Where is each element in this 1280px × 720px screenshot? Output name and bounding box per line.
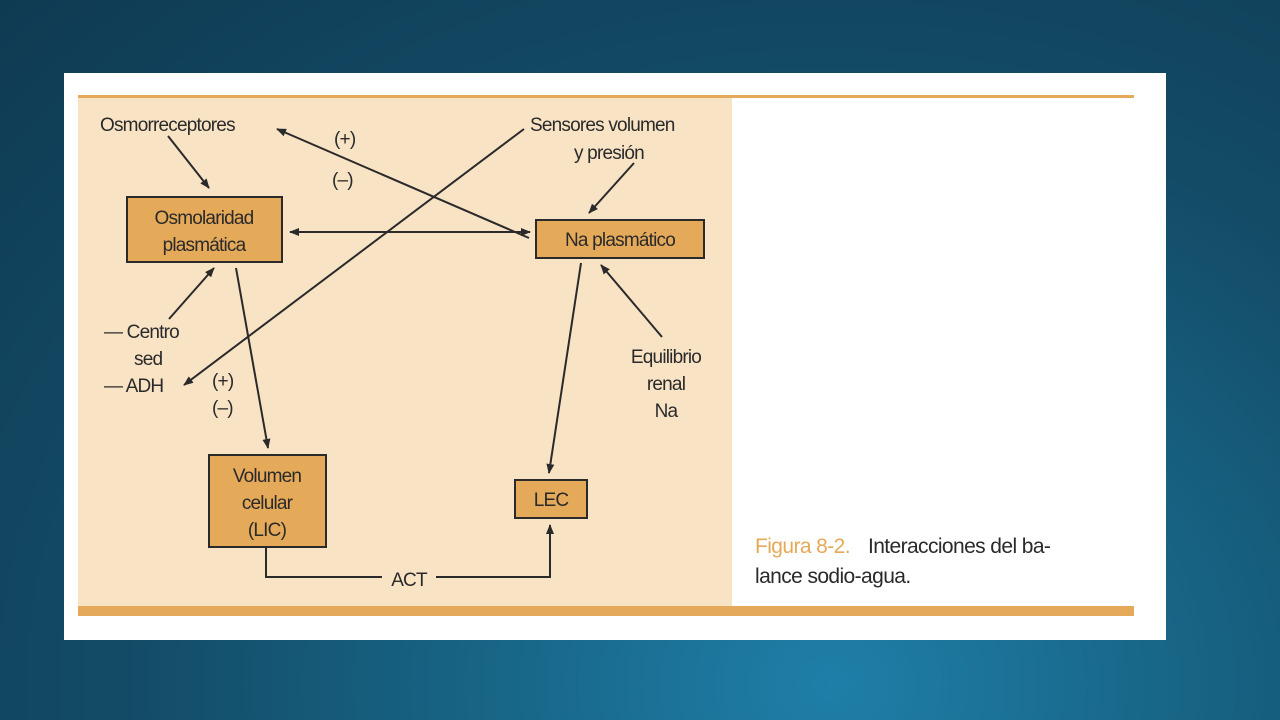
centro-sed-label-line2: sed [134, 349, 162, 370]
caption-line2: lance sodio-agua. [755, 565, 911, 588]
figure-caption: Figura 8-2. Interacciones del ba- lance s… [755, 532, 1145, 592]
top-plus-sign: (+) [334, 129, 356, 150]
sensores-label-line1: Sensores volumen [530, 115, 675, 136]
lec-label: LEC [534, 490, 569, 511]
centro-sed-label-line1: — Centro [104, 322, 179, 343]
caption-label: Figura 8-2. [755, 535, 851, 558]
sensores-label-line2: y presión [574, 143, 644, 164]
arrow-centro-to-osmolaridad [168, 267, 215, 320]
volumen-label-line3: (LIC) [248, 520, 287, 541]
arrow-sensores-to-na [588, 162, 635, 214]
arrow-na-to-osmorreceptores [276, 128, 530, 239]
na-plasmatico-box [535, 219, 705, 259]
equilibrio-label-line3: Na [655, 401, 679, 422]
top-minus-sign: (–) [332, 170, 353, 191]
adh-label: — ADH [104, 376, 163, 397]
top-rule [78, 95, 1134, 98]
arrow-na-to-lec [546, 262, 582, 474]
volumen-label-line2: celular [242, 493, 294, 514]
act-label: ACT [391, 570, 428, 591]
arrow-equilibrio-to-na [600, 264, 663, 338]
osmorreceptores-label: Osmorreceptores [100, 115, 235, 136]
na-plasmatico-label: Na plasmático [565, 230, 675, 251]
caption-line1: Interacciones del ba- [867, 535, 1051, 558]
equilibrio-label-line1: Equilibrio [631, 347, 701, 368]
sodium-water-diagram: Osmorreceptores Sensores volumen y presi… [100, 115, 705, 591]
volumen-label-line1: Volumen [233, 466, 302, 487]
osmolaridad-label-line1: Osmolaridad [155, 208, 254, 229]
lec-box [514, 479, 588, 519]
arrow-osmolaridad-to-volumen [235, 267, 271, 449]
left-minus-sign: (–) [212, 398, 233, 419]
volumen-celular-box [208, 454, 327, 548]
figure-panel [78, 97, 732, 606]
act-label-bg [382, 567, 436, 581]
arrow-sensores-to-adh [183, 128, 525, 386]
osmolaridad-label-line2: plasmática [163, 235, 247, 256]
left-plus-sign: (+) [212, 371, 234, 392]
bottom-rule [78, 606, 1134, 616]
slide-card: Osmorreceptores Sensores volumen y presi… [64, 73, 1166, 640]
osmolaridad-box [126, 196, 283, 263]
equilibrio-label-line2: renal [647, 374, 685, 395]
arrow-osmorreceptores-to-osmolaridad [167, 135, 210, 189]
